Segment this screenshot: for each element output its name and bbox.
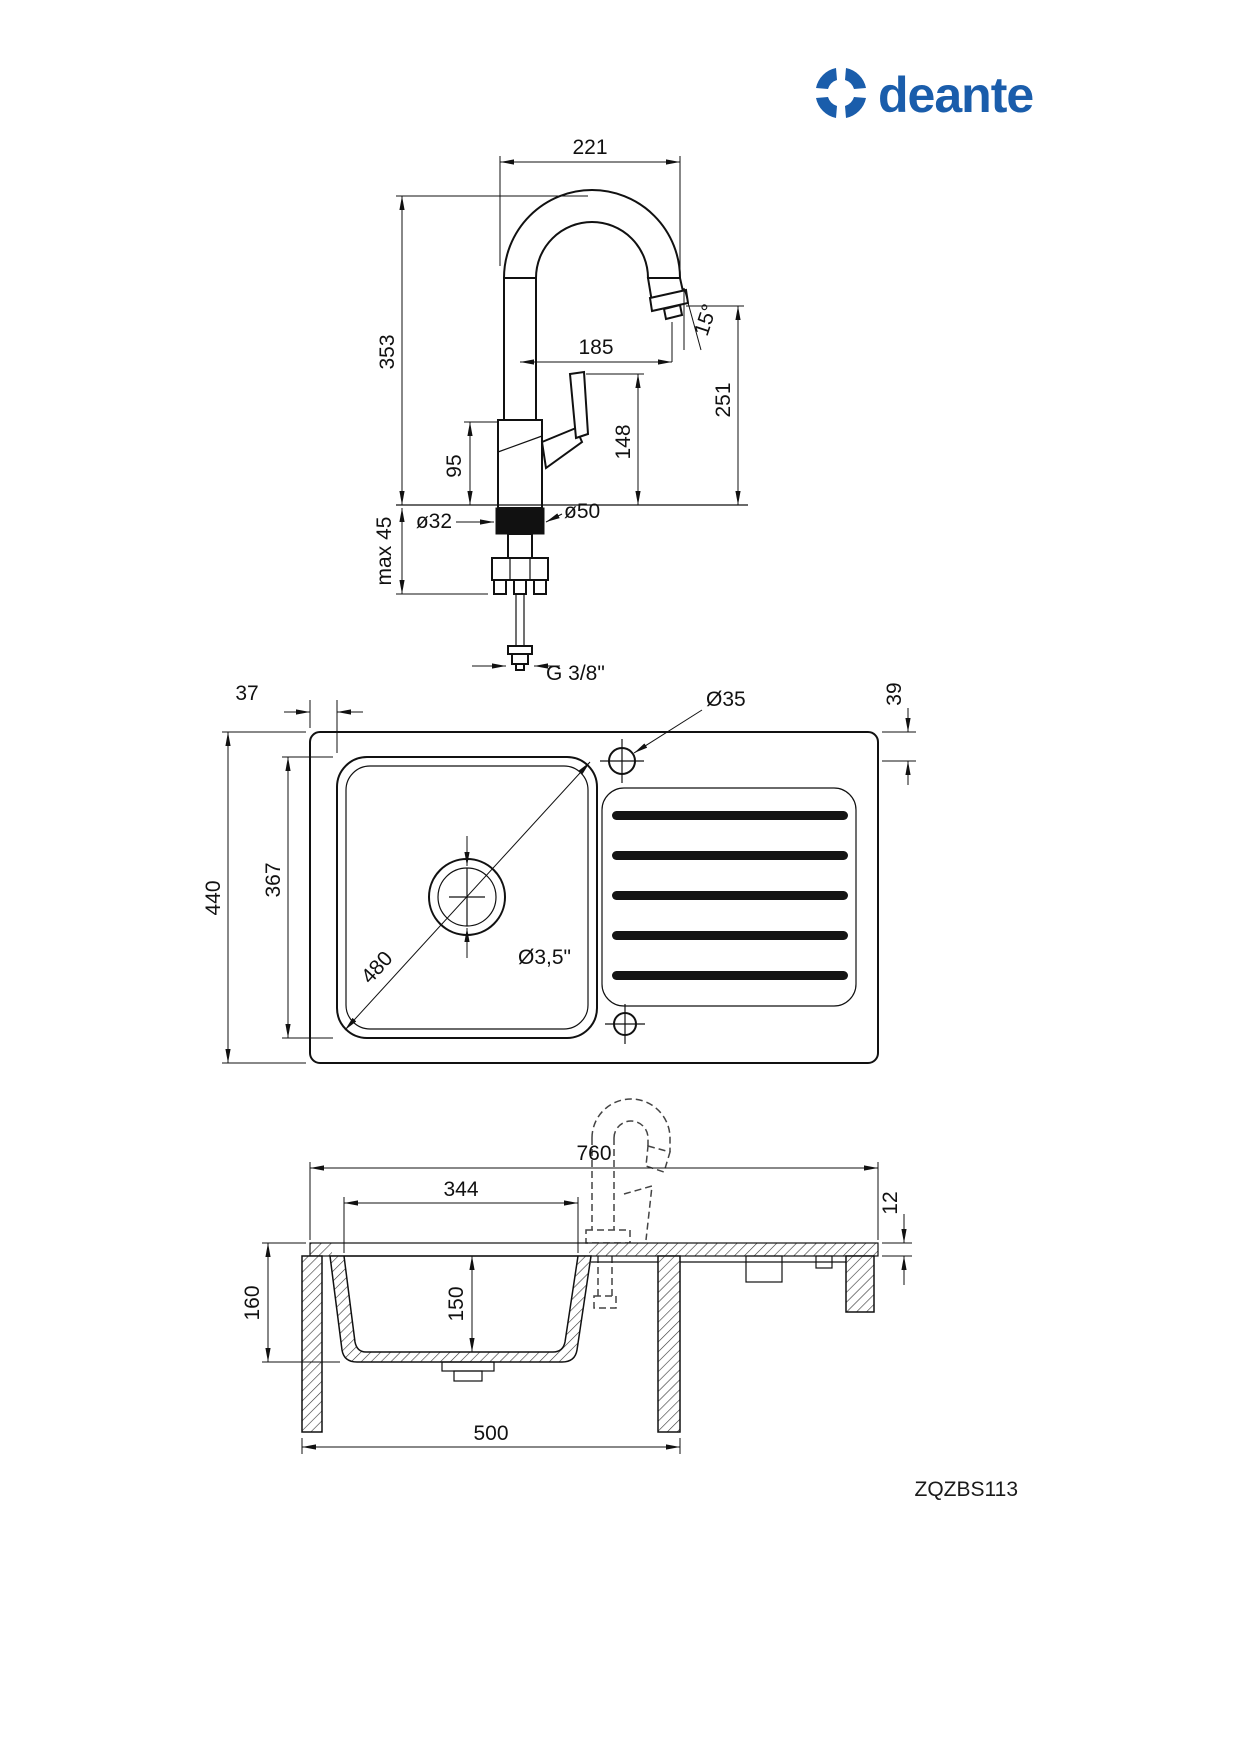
dim-spout-reach: 221 — [572, 136, 607, 159]
dim-body-height: 95 — [443, 454, 466, 477]
section-dimensions: 760 344 12 160 150 500 — [241, 1142, 912, 1454]
accessory-hole — [605, 1004, 645, 1044]
drain-hole — [428, 858, 506, 936]
faucet-side-view: 221 353 185 251 148 95 15° — [373, 136, 748, 685]
dim-shank-diameter: ø32 — [416, 510, 452, 533]
dim-tap-hole-offset: 39 — [883, 682, 906, 705]
dim-drain-diameter: Ø3,5" — [518, 946, 571, 969]
sink-top-view: 37 440 367 480 Ø35 Ø3,5" 39 — [202, 682, 916, 1064]
deante-logo-icon — [816, 68, 866, 118]
top-view-outline — [309, 731, 879, 1064]
product-code: ZQZBS113 — [915, 1478, 1018, 1501]
dim-bowl-depth-inner: 150 — [445, 1286, 468, 1321]
faucet-outline — [396, 189, 748, 671]
dim-outlet-height: 251 — [712, 382, 735, 417]
dim-rim-width: 37 — [235, 682, 258, 705]
dim-max-mount-thickness: max 45 — [373, 517, 396, 586]
section-outline — [301, 1242, 879, 1433]
dim-cabinet-width: 500 — [473, 1422, 508, 1445]
deante-logo: deante — [816, 67, 1034, 123]
brand-name: deante — [878, 67, 1033, 123]
dim-hose-thread: G 3/8" — [546, 662, 605, 685]
dim-rim-thickness: 12 — [879, 1191, 902, 1214]
dim-outlet-reach: 185 — [578, 336, 613, 359]
dim-base-diameter: ø50 — [564, 500, 600, 523]
dim-bowl-length: 367 — [262, 862, 285, 897]
dim-sink-depth: 440 — [202, 880, 225, 915]
top-view-dimensions: 37 440 367 480 Ø35 Ø3,5" 39 — [202, 682, 916, 1064]
faucet-dashed-silhouette — [585, 1098, 671, 1309]
dim-total-height: 353 — [376, 334, 399, 369]
drainboard-grooves — [601, 787, 857, 1007]
dim-bowl-inner-width: 344 — [443, 1178, 478, 1201]
tap-hole — [600, 739, 644, 783]
dim-sink-width: 760 — [576, 1142, 611, 1165]
dim-outlet-angle: 15° — [690, 301, 722, 338]
dim-handle-height: 148 — [612, 424, 635, 459]
dim-tap-hole-diameter: Ø35 — [706, 688, 746, 711]
dim-bowl-diagonal: 480 — [357, 947, 398, 988]
sink-section-view: 760 344 12 160 150 500 — [241, 1098, 912, 1454]
dim-bowl-depth-outer: 160 — [241, 1285, 264, 1320]
